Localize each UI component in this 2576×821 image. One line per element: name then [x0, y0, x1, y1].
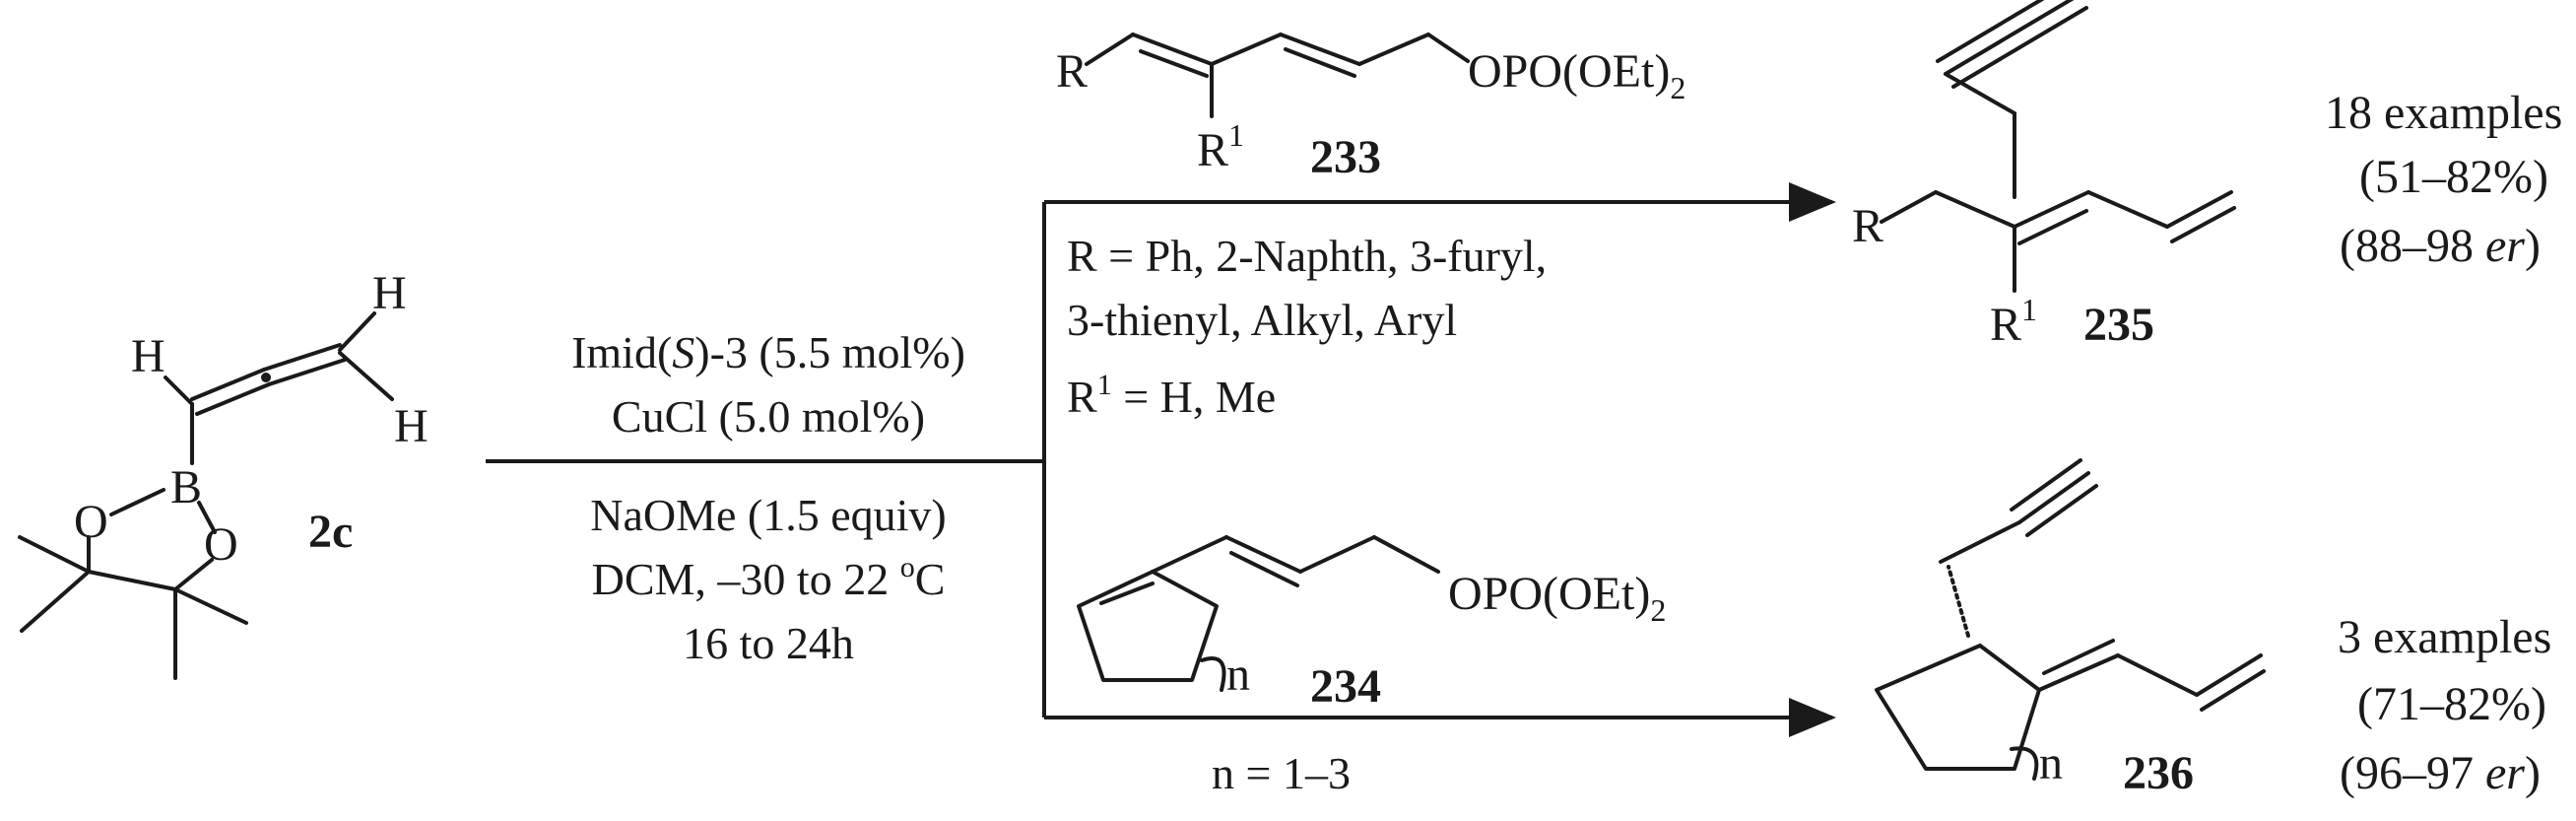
- bond-r-stereocenter: [1880, 190, 1938, 224]
- er-range-bottom: (96–97 er): [2340, 747, 2541, 799]
- cyclopentane-ring: [1875, 644, 2041, 771]
- yield-range-top: (51–82%): [2359, 151, 2548, 203]
- reaction-time: 16 to 24h: [683, 618, 854, 668]
- bond-c1-c2-second: [1139, 49, 1209, 78]
- cyclic-diene-phosphate-234: OPO(OEt)2 n 234: [1077, 535, 1666, 713]
- bond-alkyne-third: [1936, 0, 2045, 63]
- bond-alkyne-236: [2017, 471, 2090, 524]
- leaving-group-233: OPO(OEt)2: [1468, 45, 1685, 105]
- compound-number-233: 233: [1310, 131, 1381, 183]
- bond-methyl-3: [173, 587, 248, 625]
- bond-c1-h: [164, 376, 194, 406]
- bond-c3-h-bottom: [338, 351, 394, 401]
- bond-alkyne-236-second: [2025, 484, 2098, 537]
- r1-label-233: R1: [1197, 117, 1244, 176]
- compound-number-235: 235: [2083, 299, 2154, 351]
- bond-c3-c4: [1279, 33, 1361, 66]
- leaving-group-234: OPO(OEt)2: [1448, 568, 1666, 628]
- bond-c2-c3: [1210, 33, 1283, 66]
- base-loading: NaOMe (1.5 equiv): [590, 490, 947, 540]
- r-label-233: R: [1056, 45, 1088, 98]
- bond-diene-2: [2086, 190, 2169, 229]
- bond-stereocenter-c: [1934, 190, 2016, 229]
- product-235: R R1 235: [1852, 0, 2236, 351]
- bond-c1-c2: [1224, 535, 1302, 574]
- atom-oxygen-2: O: [204, 518, 238, 571]
- ring-size-label-234: n: [1226, 649, 1250, 701]
- bond-diene-1: [2013, 190, 2090, 229]
- bond-methyl-2: [20, 570, 91, 633]
- bond-ring-c1: [1151, 535, 1228, 574]
- ring-size-bracket: [1200, 656, 1226, 692]
- reaction-conditions: Imid(S)-3 (5.5 mol%) CuCl (5.0 mol%) NaO…: [486, 202, 1046, 718]
- bond-pinacol-cc: [87, 570, 177, 591]
- catalyst-loading: Imid(S)-3 (5.5 mol%): [571, 327, 965, 377]
- n-range: n = 1–3: [1212, 748, 1351, 798]
- upper-branch: R R1 OPO(OEt)2 233 R = Ph, 2-Naphth, 3-f…: [1044, 0, 2562, 422]
- r-scope-line-2: 3-thienyl, Alkyl, Aryl: [1067, 295, 1457, 345]
- bond-c1-c2-second: [1229, 551, 1299, 587]
- cyclopentene-ring: [1077, 570, 1219, 682]
- r1-label-235: R1: [1990, 292, 2037, 351]
- allenyl-boronate-structure: H H H B O O 2c: [18, 267, 429, 680]
- bond-c2-c3: [262, 343, 342, 372]
- bond-c2-c3: [1298, 535, 1376, 574]
- bond-diene-2-236: [2116, 653, 2199, 697]
- bond-c2-c3-second: [267, 358, 347, 386]
- r1-scope: R1 = H, Me: [1067, 369, 1276, 422]
- bond-alkyne: [1944, 0, 2075, 76]
- bond-c-o2: [173, 558, 214, 591]
- r-label-235: R: [1852, 200, 1883, 252]
- hashed-wedge-bond-236: [1947, 565, 1970, 638]
- ring-size-bracket-236: [2010, 746, 2039, 781]
- bond-c3-h-top: [338, 311, 376, 352]
- central-allene-carbon: [261, 373, 271, 382]
- bond-exocyclic: [2037, 653, 2120, 692]
- compound-number-234: 234: [1310, 660, 1381, 713]
- er-range-top: (88–98 er): [2340, 220, 2541, 272]
- bond-c3-o: [1372, 535, 1440, 574]
- bond-c1-c2-second: [195, 382, 271, 416]
- lower-branch: OPO(OEt)2 n 234 n = 1–3 n 236 3 examples…: [1044, 458, 2551, 799]
- bond-diene-3-236: [2195, 653, 2263, 697]
- compound-number-2c: 2c: [308, 506, 353, 558]
- bond-c3-c4-second: [1284, 47, 1356, 78]
- r-scope-line-1: R = Ph, 2-Naphth, 3-furyl,: [1067, 231, 1547, 281]
- bond-c1-c2: [190, 368, 266, 401]
- bond-diene-3: [2165, 190, 2233, 229]
- ring-double-bond-inner: [1099, 582, 1155, 605]
- bond-diene-1-second: [2017, 209, 2088, 245]
- product-236: n 236: [1875, 458, 2266, 799]
- solvent-temperature: DCM, –30 to 22 oC: [592, 551, 946, 604]
- bond-r-c1: [1085, 33, 1135, 66]
- diene-phosphate-233: R R1 OPO(OEt)2 233: [1056, 33, 1685, 183]
- bond-c4-c5: [1357, 33, 1430, 66]
- yield-range-bottom: (71–82%): [2357, 678, 2546, 730]
- bond-propargyl: [1939, 520, 2021, 564]
- bond-ch2-chain: [1944, 72, 2016, 115]
- bond-diene-3-236-second: [2200, 669, 2266, 712]
- bond-b-o1: [109, 488, 165, 516]
- ring-size-label-236: n: [2039, 737, 2063, 789]
- bond-b-o2: [197, 501, 217, 534]
- atom-oxygen-1: O: [74, 496, 108, 548]
- bond-diene-3-second: [2170, 206, 2236, 243]
- bond-c5-o: [1426, 33, 1470, 63]
- bond-exocyclic-second: [2042, 639, 2115, 675]
- atom-h-bottom-right: H: [394, 400, 429, 452]
- examples-count-bottom: 3 examples: [2338, 611, 2551, 663]
- atom-boron: B: [170, 461, 202, 513]
- copper-loading: CuCl (5.0 mol%): [612, 391, 925, 442]
- compound-number-236: 236: [2123, 747, 2194, 799]
- bond-alkyne-second: [1951, 6, 2088, 89]
- bond-c1-c2: [1131, 33, 1214, 66]
- bond-methyl-1: [18, 535, 91, 574]
- atom-h-left: H: [131, 330, 165, 382]
- bond-alkyne-236-third: [2010, 458, 2082, 512]
- examples-count-top: 18 examples: [2325, 87, 2562, 139]
- atom-h-top-right: H: [372, 267, 407, 319]
